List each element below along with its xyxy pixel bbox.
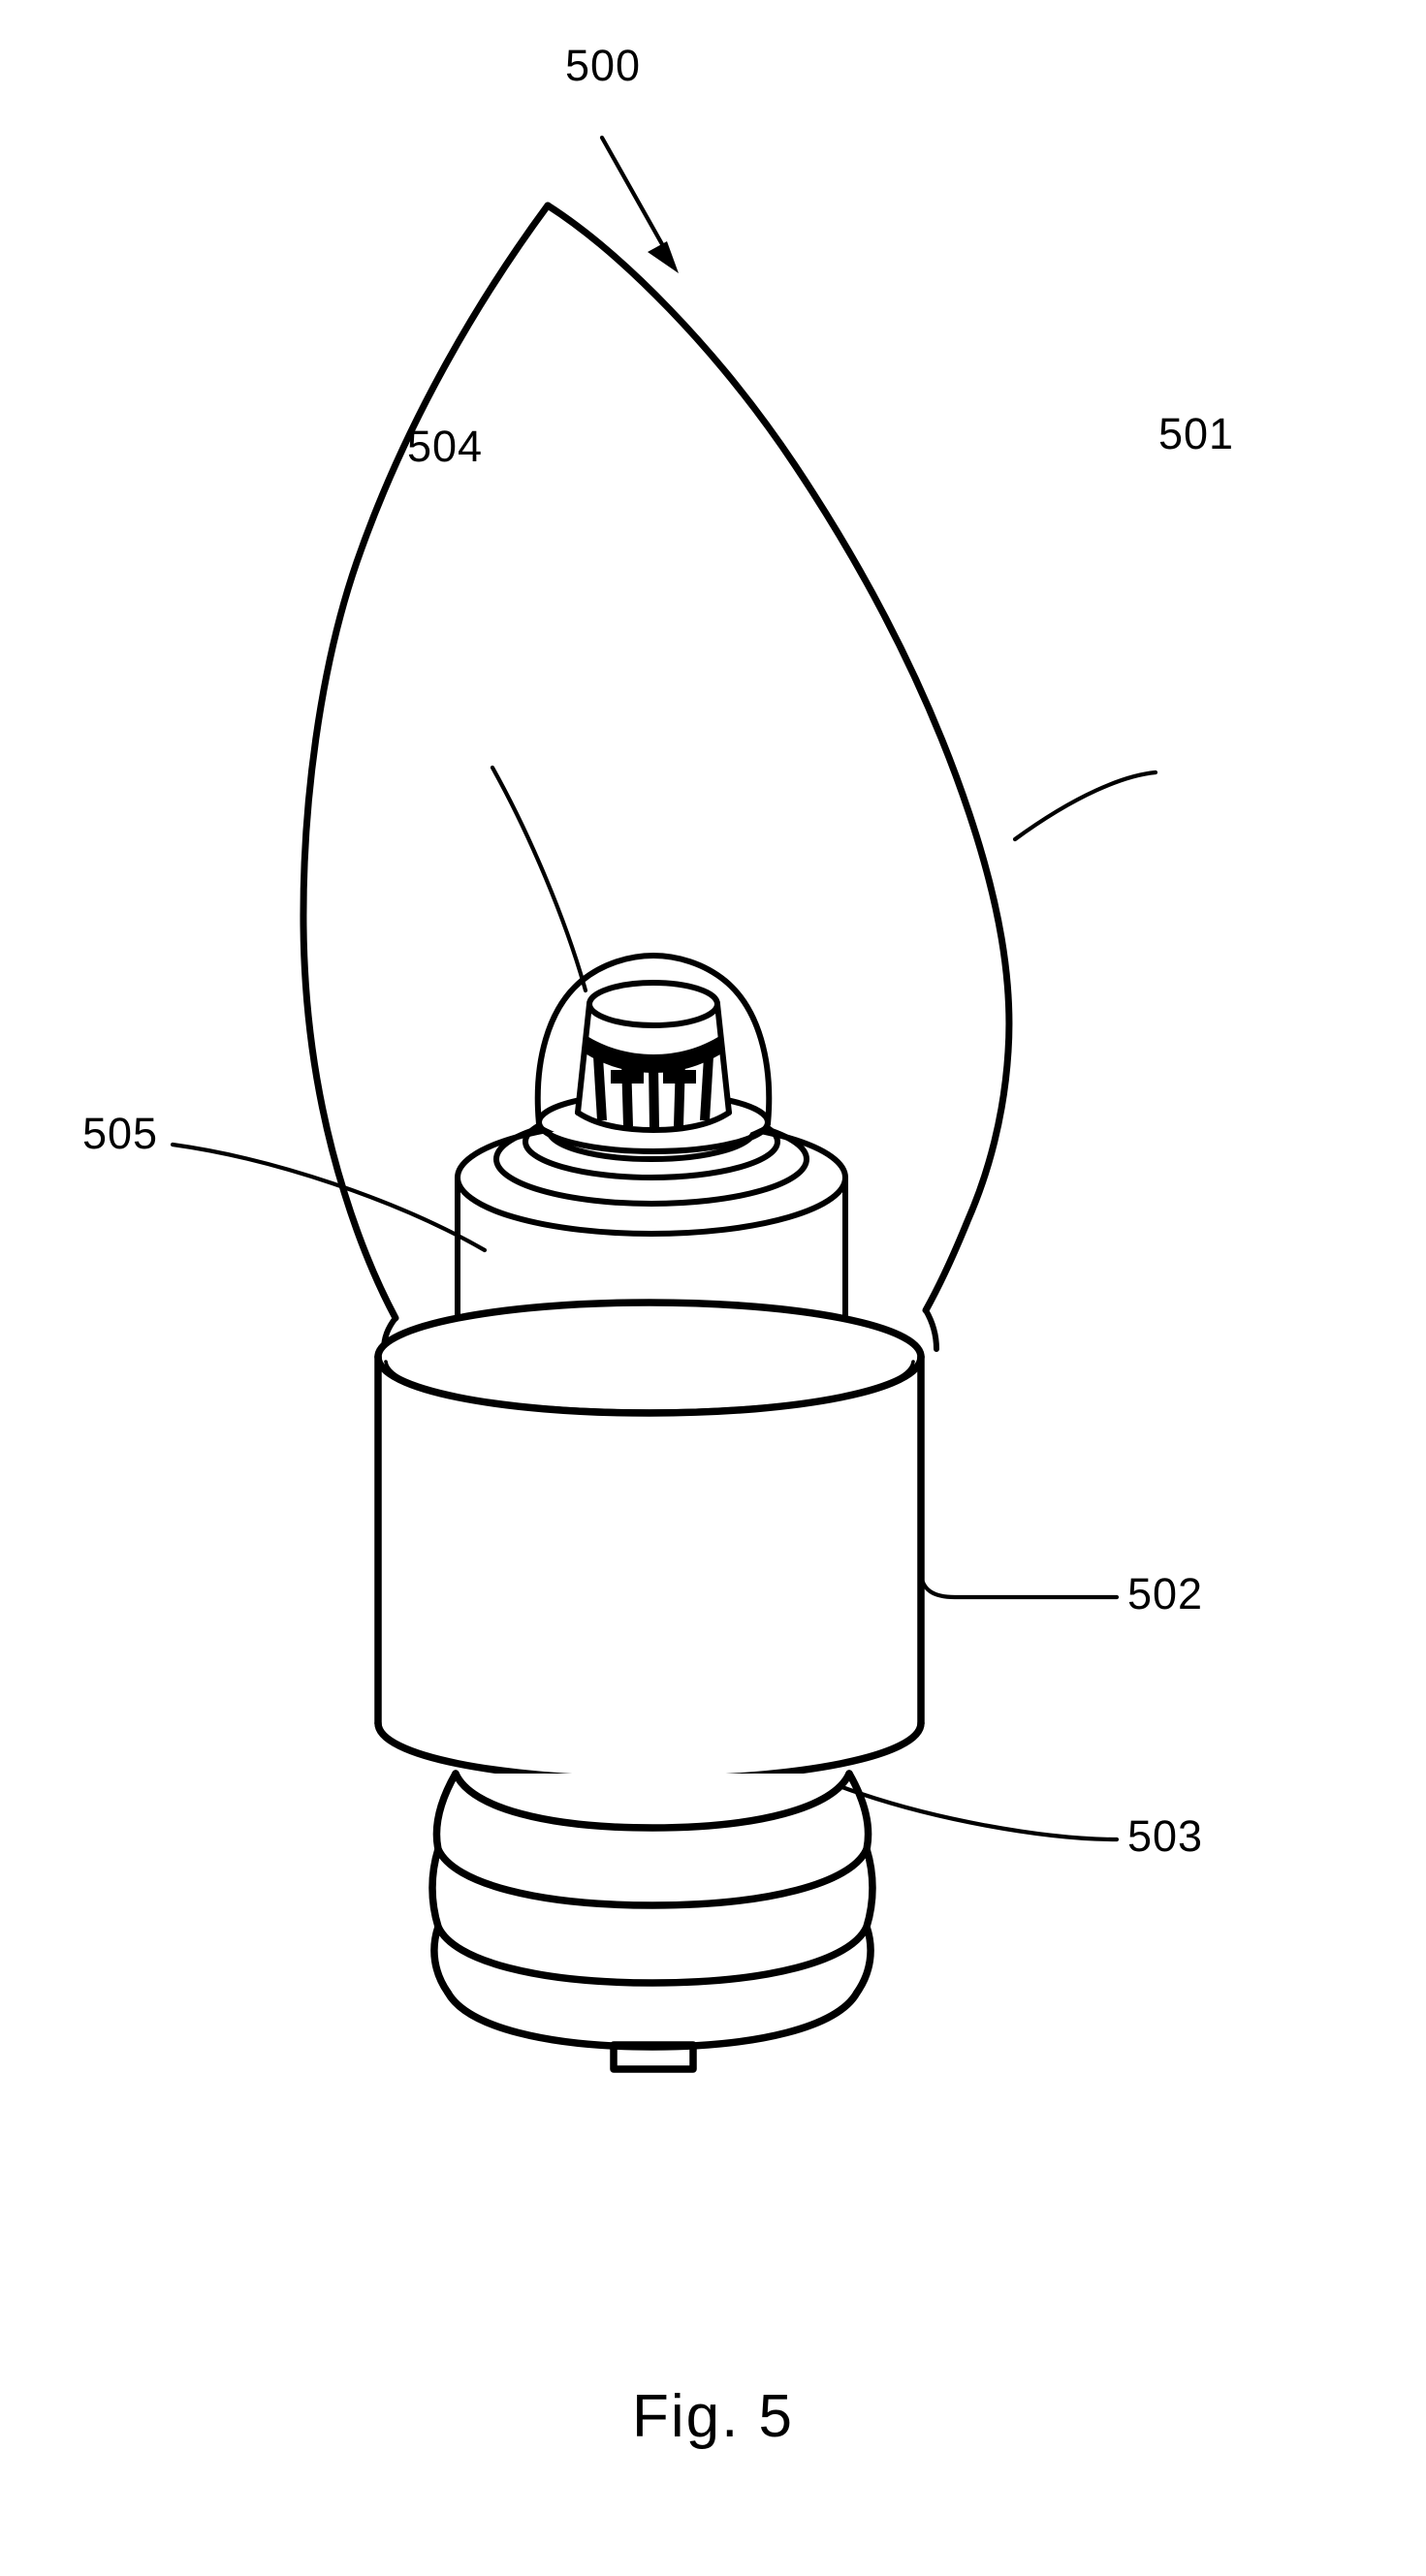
led-contact-mark-left [611,1070,644,1084]
leader-line-505 [170,1142,488,1253]
bulb-left-outline [300,202,552,1322]
led-filament-bar-1 [593,1056,607,1120]
led-chip-right-edge [714,1001,732,1115]
reference-numeral-502: 502 [1127,1569,1204,1618]
leader-line-501 [1012,770,1158,842]
figure-caption: Fig. 5 [631,2383,795,2450]
screw-thread-turn-1 [434,1845,871,1909]
reference-numeral-504: 504 [407,422,484,471]
reference-numeral-500: 500 [565,41,642,90]
led-emitter-group [534,953,773,1154]
leader-line-503 [837,1783,1120,1842]
led-dome-lens-outline [534,953,773,1127]
led-chip-left-edge [575,1001,592,1115]
housing-rim-back-arc [374,1299,925,1361]
screw-base-right-profile [845,1770,876,1996]
leader-line-504 [490,765,588,993]
leader-lines-group [170,135,1158,1842]
housing-group [374,1299,925,1783]
housing-fill [378,1303,921,1779]
screw-thread-turn-2 [434,1923,871,1987]
housing-rim-inner-lip [384,1360,915,1413]
bulb-right-outline [544,202,1013,1314]
led-chip-bottom-arc [575,1110,732,1133]
reference-numeral-501: 501 [1158,409,1235,458]
bulb-right-skirt [923,1307,939,1352]
led-contact-mark-right [663,1070,696,1084]
leader-arrowhead-500 [648,241,679,273]
base-contact-tab [610,2041,697,2073]
leader-line-502 [918,1572,1120,1600]
leader-line-500 [599,135,665,247]
bulb-envelope-group [300,202,1013,1352]
led-filament-bar-3 [649,1062,659,1128]
screw-base-left-profile [428,1770,459,1996]
reference-numeral-503: 503 [1127,1811,1204,1861]
screw-base-top-arc [452,1770,853,1832]
led-filament-bar-5 [700,1056,713,1120]
screw-base-group [428,1770,876,2073]
reference-numeral-505: 505 [82,1109,159,1158]
led-phosphor-band [584,1035,723,1073]
